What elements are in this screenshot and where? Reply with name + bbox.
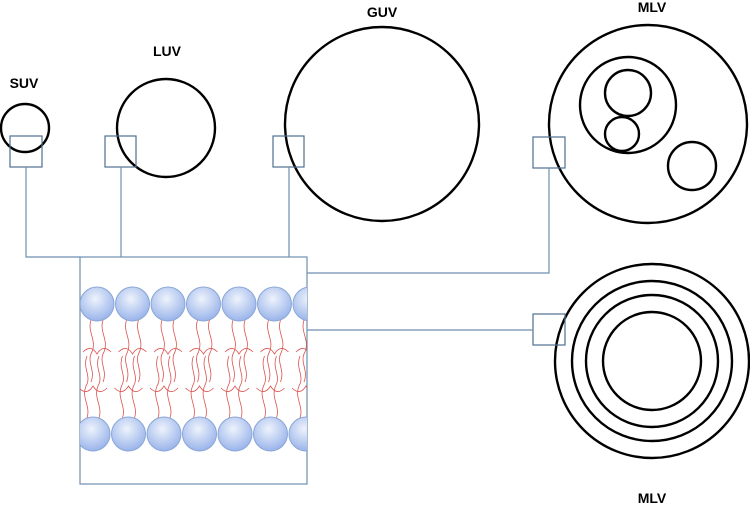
lipid-head-icon (80, 286, 115, 322)
lipid-tail (202, 355, 207, 419)
lipid-tail (149, 385, 179, 392)
lipid-tail (160, 319, 165, 383)
lipid-head-icon (115, 286, 150, 322)
guv-label: GUV (367, 4, 398, 20)
lipid-tail (238, 355, 243, 419)
mlv-top-label: MLV (638, 0, 667, 15)
lipid-tail (153, 348, 183, 355)
luv-label: LUV (153, 43, 182, 59)
lipid-tail (118, 348, 147, 355)
lipid-tail (101, 319, 106, 383)
lipid-tail (119, 355, 124, 419)
lipid-tail (243, 319, 248, 383)
connector-lines (25, 167, 550, 331)
suv-vesicle-icon (0, 102, 51, 154)
lipid-head-icon (150, 286, 186, 322)
lipid-head-icon (221, 286, 257, 322)
lipid-tail (297, 355, 302, 419)
lipid-tail (89, 319, 94, 383)
lipid-tail (224, 348, 254, 355)
lipid-tail (190, 355, 195, 419)
lipid-tail (80, 385, 108, 392)
mlv-top-zoom-box (532, 136, 566, 169)
lipid-tail (273, 355, 278, 419)
lipid-tail (302, 319, 307, 383)
lipid-head-icon (111, 416, 146, 452)
lipid-tail (295, 348, 307, 353)
lipid-tail (208, 319, 213, 383)
lipid-tail (260, 348, 289, 355)
lipid-tail (267, 319, 272, 383)
lipid-tail (131, 355, 136, 419)
lipid-tail (189, 348, 218, 355)
lipid-tail (226, 355, 231, 419)
lipid-head-icon (292, 286, 307, 322)
lipid-head-icon (146, 416, 182, 452)
mlv-top-vesicle-icon (547, 23, 749, 225)
lipid-bilayer (80, 286, 318, 452)
lipid-tail (231, 319, 236, 383)
lipid-tail (291, 385, 307, 392)
lipid-head-icon (253, 416, 288, 452)
lipid-tail (96, 355, 101, 419)
lipid-tail (114, 385, 143, 392)
guv-vesicle-icon (283, 25, 481, 223)
mlv-bottom-vesicle-icon (553, 262, 750, 460)
lipid-tail (315, 320, 318, 382)
lipid-tail (279, 319, 284, 383)
lipid-tail (125, 319, 130, 383)
lipid-tail (167, 355, 172, 419)
lipid-tail (172, 319, 177, 383)
lipid-tail (196, 319, 201, 383)
lipid-tail (310, 356, 313, 418)
lipid-head-icon (217, 416, 253, 452)
lipid-head-icon (182, 416, 217, 452)
lipid-head-icon (186, 286, 221, 322)
lipid-head-icon (80, 416, 111, 452)
lipid-tail (256, 385, 285, 392)
lipid-tail (82, 348, 112, 355)
lipid-head-icon (257, 286, 292, 322)
lipid-tail (185, 385, 214, 392)
lipid-tail (220, 385, 250, 392)
suv-label: SUV (10, 75, 39, 91)
lipid-tail (261, 355, 266, 419)
lipid-head-icon (288, 416, 307, 452)
lipid-tail (155, 355, 160, 419)
lipid-tail (137, 319, 142, 383)
luv-vesicle-icon (115, 77, 217, 179)
mlv-bottom-label: MLV (638, 490, 667, 505)
lipid-tail (84, 355, 89, 419)
